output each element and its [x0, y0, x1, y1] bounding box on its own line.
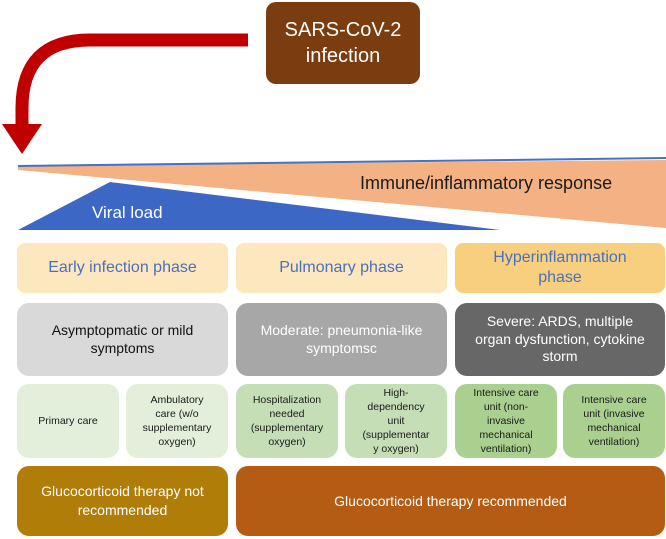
sars-cov-2-infection-box: SARS-CoV-2 infection — [266, 2, 420, 84]
viral-load-wedge — [18, 182, 500, 230]
glucocorticoid-recommended: Glucocorticoid therapy recommended — [236, 466, 665, 536]
immune-wedge-top-edge — [17, 157, 666, 167]
glucocorticoid-not-recommended: Glucocorticoid therapy not recommended — [17, 466, 228, 536]
care-icu-invasive: Intensive care unit (invasive mechanical… — [563, 384, 665, 458]
care-hospitalization: Hospitalization needed (supplementary ox… — [236, 384, 338, 458]
care-ambulatory: Ambulatory care (w/o supplementary oxyge… — [126, 384, 228, 458]
immune-response-wedge — [18, 160, 666, 228]
care-high-dependency-unit: High- dependency unit (supplementar y ox… — [345, 384, 447, 458]
viral-load-label: Viral load — [92, 203, 163, 222]
severity-moderate: Moderate: pneumonia-like symptomsc — [236, 303, 447, 376]
severity-severe: Severe: ARDS, multiple organ dysfunction… — [455, 303, 665, 376]
curved-arrow-head — [2, 124, 42, 154]
phase-early-infection: Early infection phase — [17, 243, 228, 293]
care-primary: Primary care — [17, 384, 119, 458]
phase-pulmonary: Pulmonary phase — [236, 243, 447, 293]
care-icu-non-invasive: Intensive care unit (non- invasive mecha… — [455, 384, 557, 458]
curved-arrow — [15, 33, 248, 128]
phase-hyperinflammation: Hyperinflammation phase — [455, 243, 665, 293]
immune-response-label: Immune/inflammatory response — [360, 173, 613, 193]
severity-mild: Asymptopmatic or mild symptoms — [17, 303, 228, 376]
